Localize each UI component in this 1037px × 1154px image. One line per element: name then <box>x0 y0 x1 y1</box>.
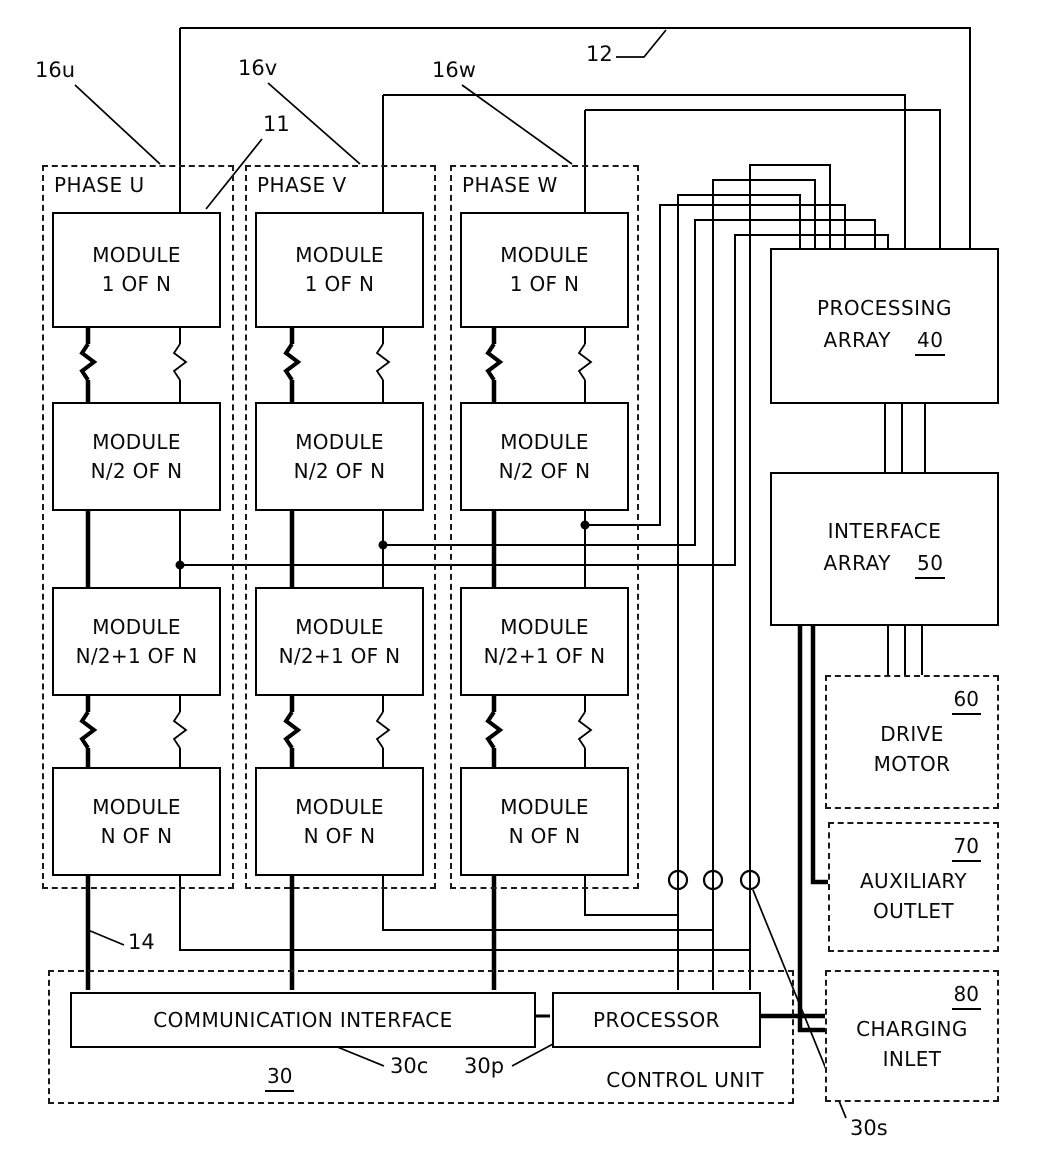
control-unit-ref: 30 <box>265 1064 295 1092</box>
processing-array-ref: 40 <box>915 328 946 356</box>
module-box: MODULE 1 OF N <box>255 212 424 328</box>
processor-label: PROCESSOR <box>593 1008 720 1032</box>
module-label-line: 1 OF N <box>101 272 172 296</box>
module-box: MODULE N OF N <box>255 767 424 876</box>
sensor-circles <box>667 869 761 891</box>
phase-w-label: PHASE W <box>462 173 558 197</box>
auxiliary-outlet-box: 70 AUXILIARY OUTLET <box>828 822 999 952</box>
current-sensor-icon <box>702 869 724 891</box>
current-sensor-icon <box>739 869 761 891</box>
phase-v-box: PHASE V MODULE 1 OF N MODULE N/2 OF N MO… <box>245 165 436 889</box>
module-label-line: 1 OF N <box>304 272 375 296</box>
processor-box: PROCESSOR <box>552 992 761 1048</box>
module-box: MODULE N/2+1 OF N <box>52 587 221 696</box>
module-label-line: N/2 OF N <box>90 458 183 483</box>
control-unit-box: COMMUNICATION INTERFACE PROCESSOR 30 CON… <box>48 970 794 1104</box>
module-label-line: MODULE <box>500 243 589 267</box>
charging-inlet-ref: 80 <box>951 982 981 1010</box>
charging-inlet-label: CHARGING <box>856 1017 968 1041</box>
current-sensor-icon <box>667 869 689 891</box>
drive-motor-box: 60 DRIVE MOTOR <box>825 675 999 809</box>
processing-array-label: PROCESSING <box>816 296 953 320</box>
ref-label-11: 11 <box>263 112 290 136</box>
module-box: MODULE N/2+1 OF N <box>255 587 424 696</box>
charging-inlet-label: INLET <box>882 1047 942 1071</box>
module-box: MODULE N OF N <box>52 767 221 876</box>
module-label-line: N OF N <box>303 823 376 848</box>
phase-v-label: PHASE V <box>257 173 347 197</box>
communication-interface-label: COMMUNICATION INTERFACE <box>153 1008 453 1032</box>
interface-array-ref: 50 <box>915 551 946 579</box>
module-label-line: MODULE <box>295 429 384 454</box>
module-box: MODULE N/2 OF N <box>52 402 221 511</box>
module-box: MODULE N/2 OF N <box>460 402 629 511</box>
drive-motor-ref: 60 <box>951 687 981 715</box>
module-label-line: MODULE <box>92 794 181 819</box>
break-symbols <box>78 342 595 750</box>
module-label-line: N/2+1 OF N <box>75 643 198 668</box>
ref-label-16w: 16w <box>432 58 476 82</box>
ref-label-16u: 16u <box>35 58 76 82</box>
module-label-line: MODULE <box>92 243 181 267</box>
phase-w-box: PHASE W MODULE 1 OF N MODULE N/2 OF N MO… <box>450 165 639 889</box>
module-label-line: MODULE <box>500 794 589 819</box>
charging-inlet-box: 80 CHARGING INLET <box>825 970 999 1102</box>
junction-dots <box>175 520 590 570</box>
module-label-line: N OF N <box>100 823 173 848</box>
module-label-line: MODULE <box>295 794 384 819</box>
module-label-line: N/2 OF N <box>498 458 591 483</box>
module-label-line: N/2+1 OF N <box>278 643 401 668</box>
module-box: MODULE N OF N <box>460 767 629 876</box>
module-box: MODULE 1 OF N <box>460 212 629 328</box>
module-box: MODULE 1 OF N <box>52 212 221 328</box>
ref-label-30p: 30p <box>464 1054 505 1078</box>
phase-u-box: PHASE U MODULE 1 OF N MODULE N/2 OF N MO… <box>42 165 234 889</box>
processing-array-label: ARRAY <box>823 328 892 352</box>
module-label-line: MODULE <box>500 429 589 454</box>
module-label-line: MODULE <box>500 614 589 639</box>
module-box: MODULE N/2 OF N <box>255 402 424 511</box>
auxiliary-outlet-ref: 70 <box>951 834 981 862</box>
auxiliary-outlet-label: OUTLET <box>873 899 954 923</box>
module-label-line: MODULE <box>295 243 384 267</box>
module-label-line: N OF N <box>508 823 581 848</box>
drive-motor-label: MOTOR <box>873 752 951 776</box>
interface-array-label: ARRAY <box>823 551 892 575</box>
communication-interface-box: COMMUNICATION INTERFACE <box>70 992 536 1048</box>
processing-array-box: PROCESSING ARRAY 40 <box>770 248 999 404</box>
module-label-line: N/2+1 OF N <box>483 643 606 668</box>
ref-label-30s: 30s <box>850 1116 888 1140</box>
module-label-line: MODULE <box>295 614 384 639</box>
ref-label-30c: 30c <box>390 1054 429 1078</box>
ref-label-16v: 16v <box>238 56 278 80</box>
module-label-line: N/2 OF N <box>293 458 386 483</box>
module-label-line: MODULE <box>92 429 181 454</box>
module-box: MODULE N/2+1 OF N <box>460 587 629 696</box>
ref-label-14: 14 <box>128 930 155 954</box>
module-label-line: MODULE <box>92 614 181 639</box>
interface-array-label: INTERFACE <box>827 519 942 543</box>
ref-label-12: 12 <box>586 42 613 66</box>
module-label-line: 1 OF N <box>509 272 580 296</box>
control-unit-label: CONTROL UNIT <box>606 1068 764 1092</box>
drive-motor-label: DRIVE <box>880 722 944 746</box>
phase-u-label: PHASE U <box>54 173 145 197</box>
auxiliary-outlet-label: AUXILIARY <box>859 869 968 893</box>
interface-array-box: INTERFACE ARRAY 50 <box>770 472 999 626</box>
